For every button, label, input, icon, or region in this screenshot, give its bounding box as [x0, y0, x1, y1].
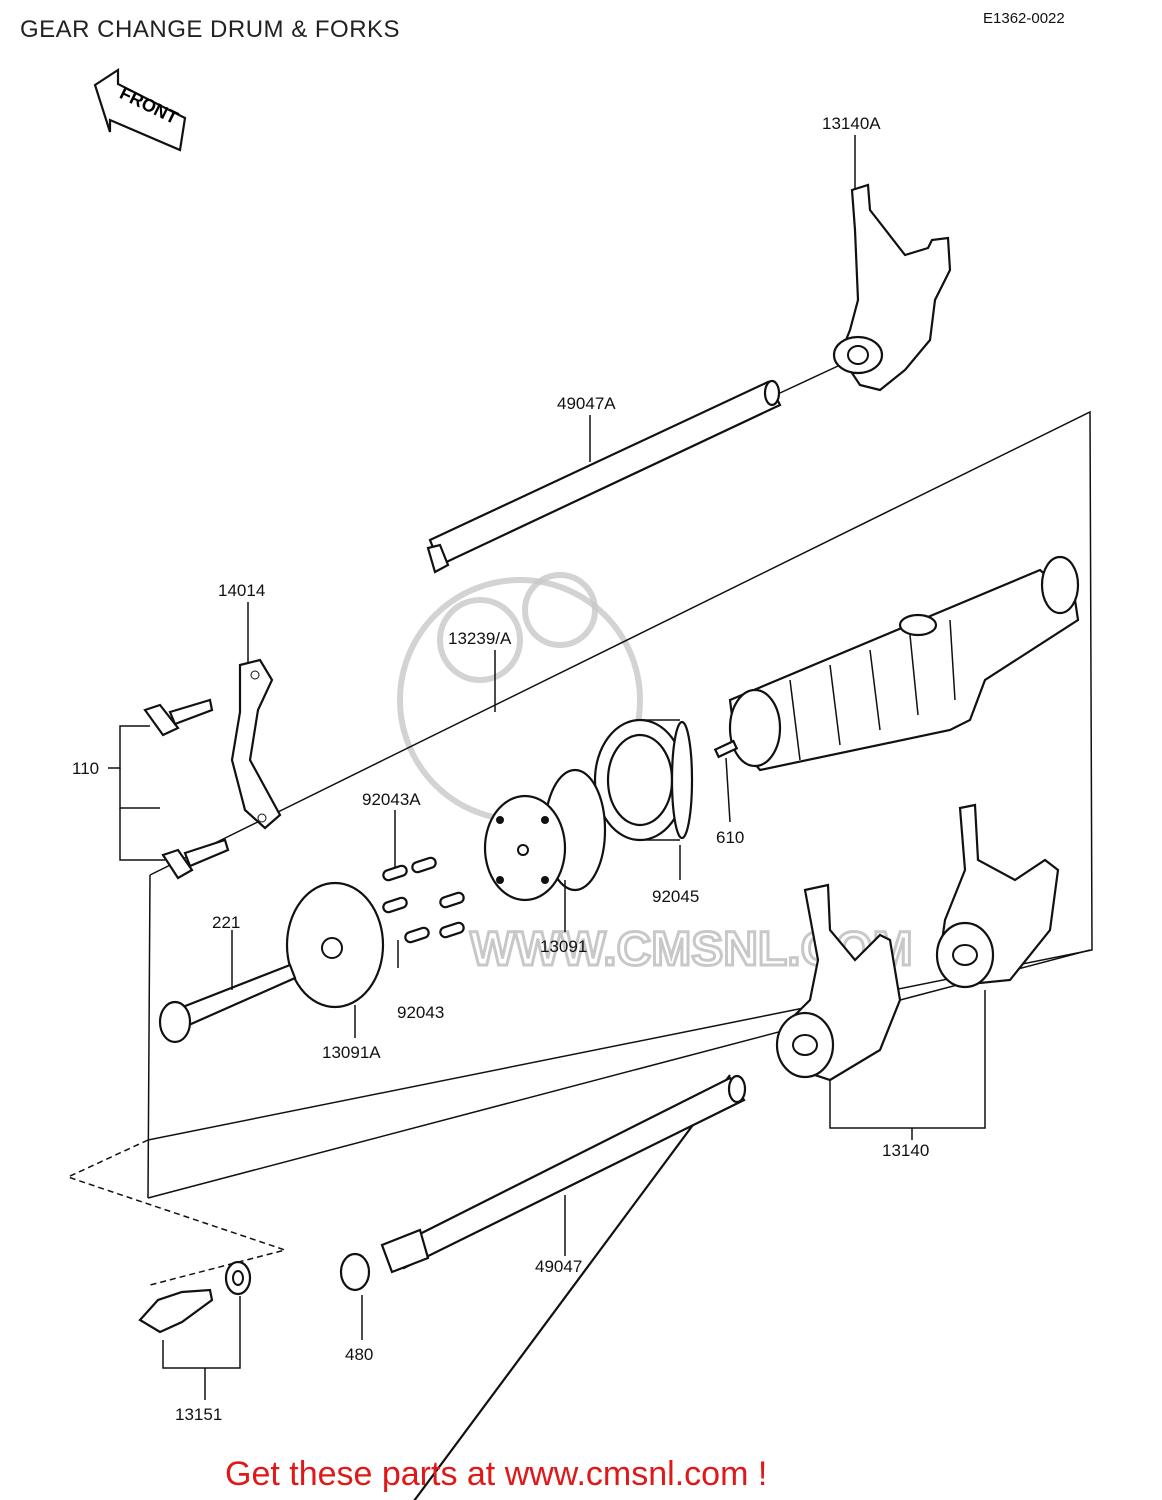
- bearing: [593, 718, 694, 842]
- pins-group: [382, 856, 465, 944]
- label-13140a: 13140A: [822, 114, 881, 133]
- neutral-switch: [138, 1260, 252, 1334]
- footer-link[interactable]: Get these parts at www.cmsnl.com !: [225, 1455, 768, 1493]
- shift-forks-lower: [775, 803, 1060, 1082]
- label-13140: 13140: [882, 1141, 929, 1160]
- label-221: 221: [212, 913, 240, 932]
- fork-shaft-lower: [413, 1074, 731, 1500]
- label-49047a: 49047A: [557, 394, 616, 413]
- drum-pin: [713, 739, 739, 759]
- diagram-title: GEAR CHANGE DRUM & FORKS: [20, 16, 401, 43]
- label-13151: 13151: [175, 1405, 222, 1424]
- fork-shaft-upper: [426, 365, 839, 574]
- screw: [158, 963, 297, 1044]
- label-92043: 92043: [397, 1003, 444, 1022]
- shift-drum: [728, 555, 1080, 772]
- label-92045: 92045: [652, 887, 699, 906]
- bolts: [143, 698, 230, 880]
- part-labels: 13140A 49047A 14014 13239/A 110 92043A 6…: [72, 114, 929, 1424]
- cam-plate: [285, 881, 385, 1009]
- label-49047: 49047: [535, 1257, 582, 1276]
- label-13239a: 13239/A: [448, 629, 512, 648]
- label-14014: 14014: [218, 581, 265, 600]
- leader-lines: [108, 135, 986, 1400]
- shift-fork-upper: [832, 183, 952, 392]
- label-110: 110: [72, 759, 99, 778]
- label-13091a: 13091A: [322, 1043, 381, 1062]
- front-arrow: FRONT: [93, 67, 187, 152]
- stopper-plate: [230, 658, 282, 830]
- label-92043a: 92043A: [362, 790, 421, 809]
- drum-end-cap: [483, 768, 607, 902]
- label-13091: 13091: [540, 937, 587, 956]
- circlip: [339, 1252, 371, 1292]
- label-610: 610: [716, 828, 744, 847]
- assembly-frame: [65, 410, 1093, 1286]
- label-480: 480: [345, 1345, 373, 1364]
- diagram-code: E1362-0022: [983, 10, 1065, 27]
- lower-shaft-49047: [380, 1074, 747, 1274]
